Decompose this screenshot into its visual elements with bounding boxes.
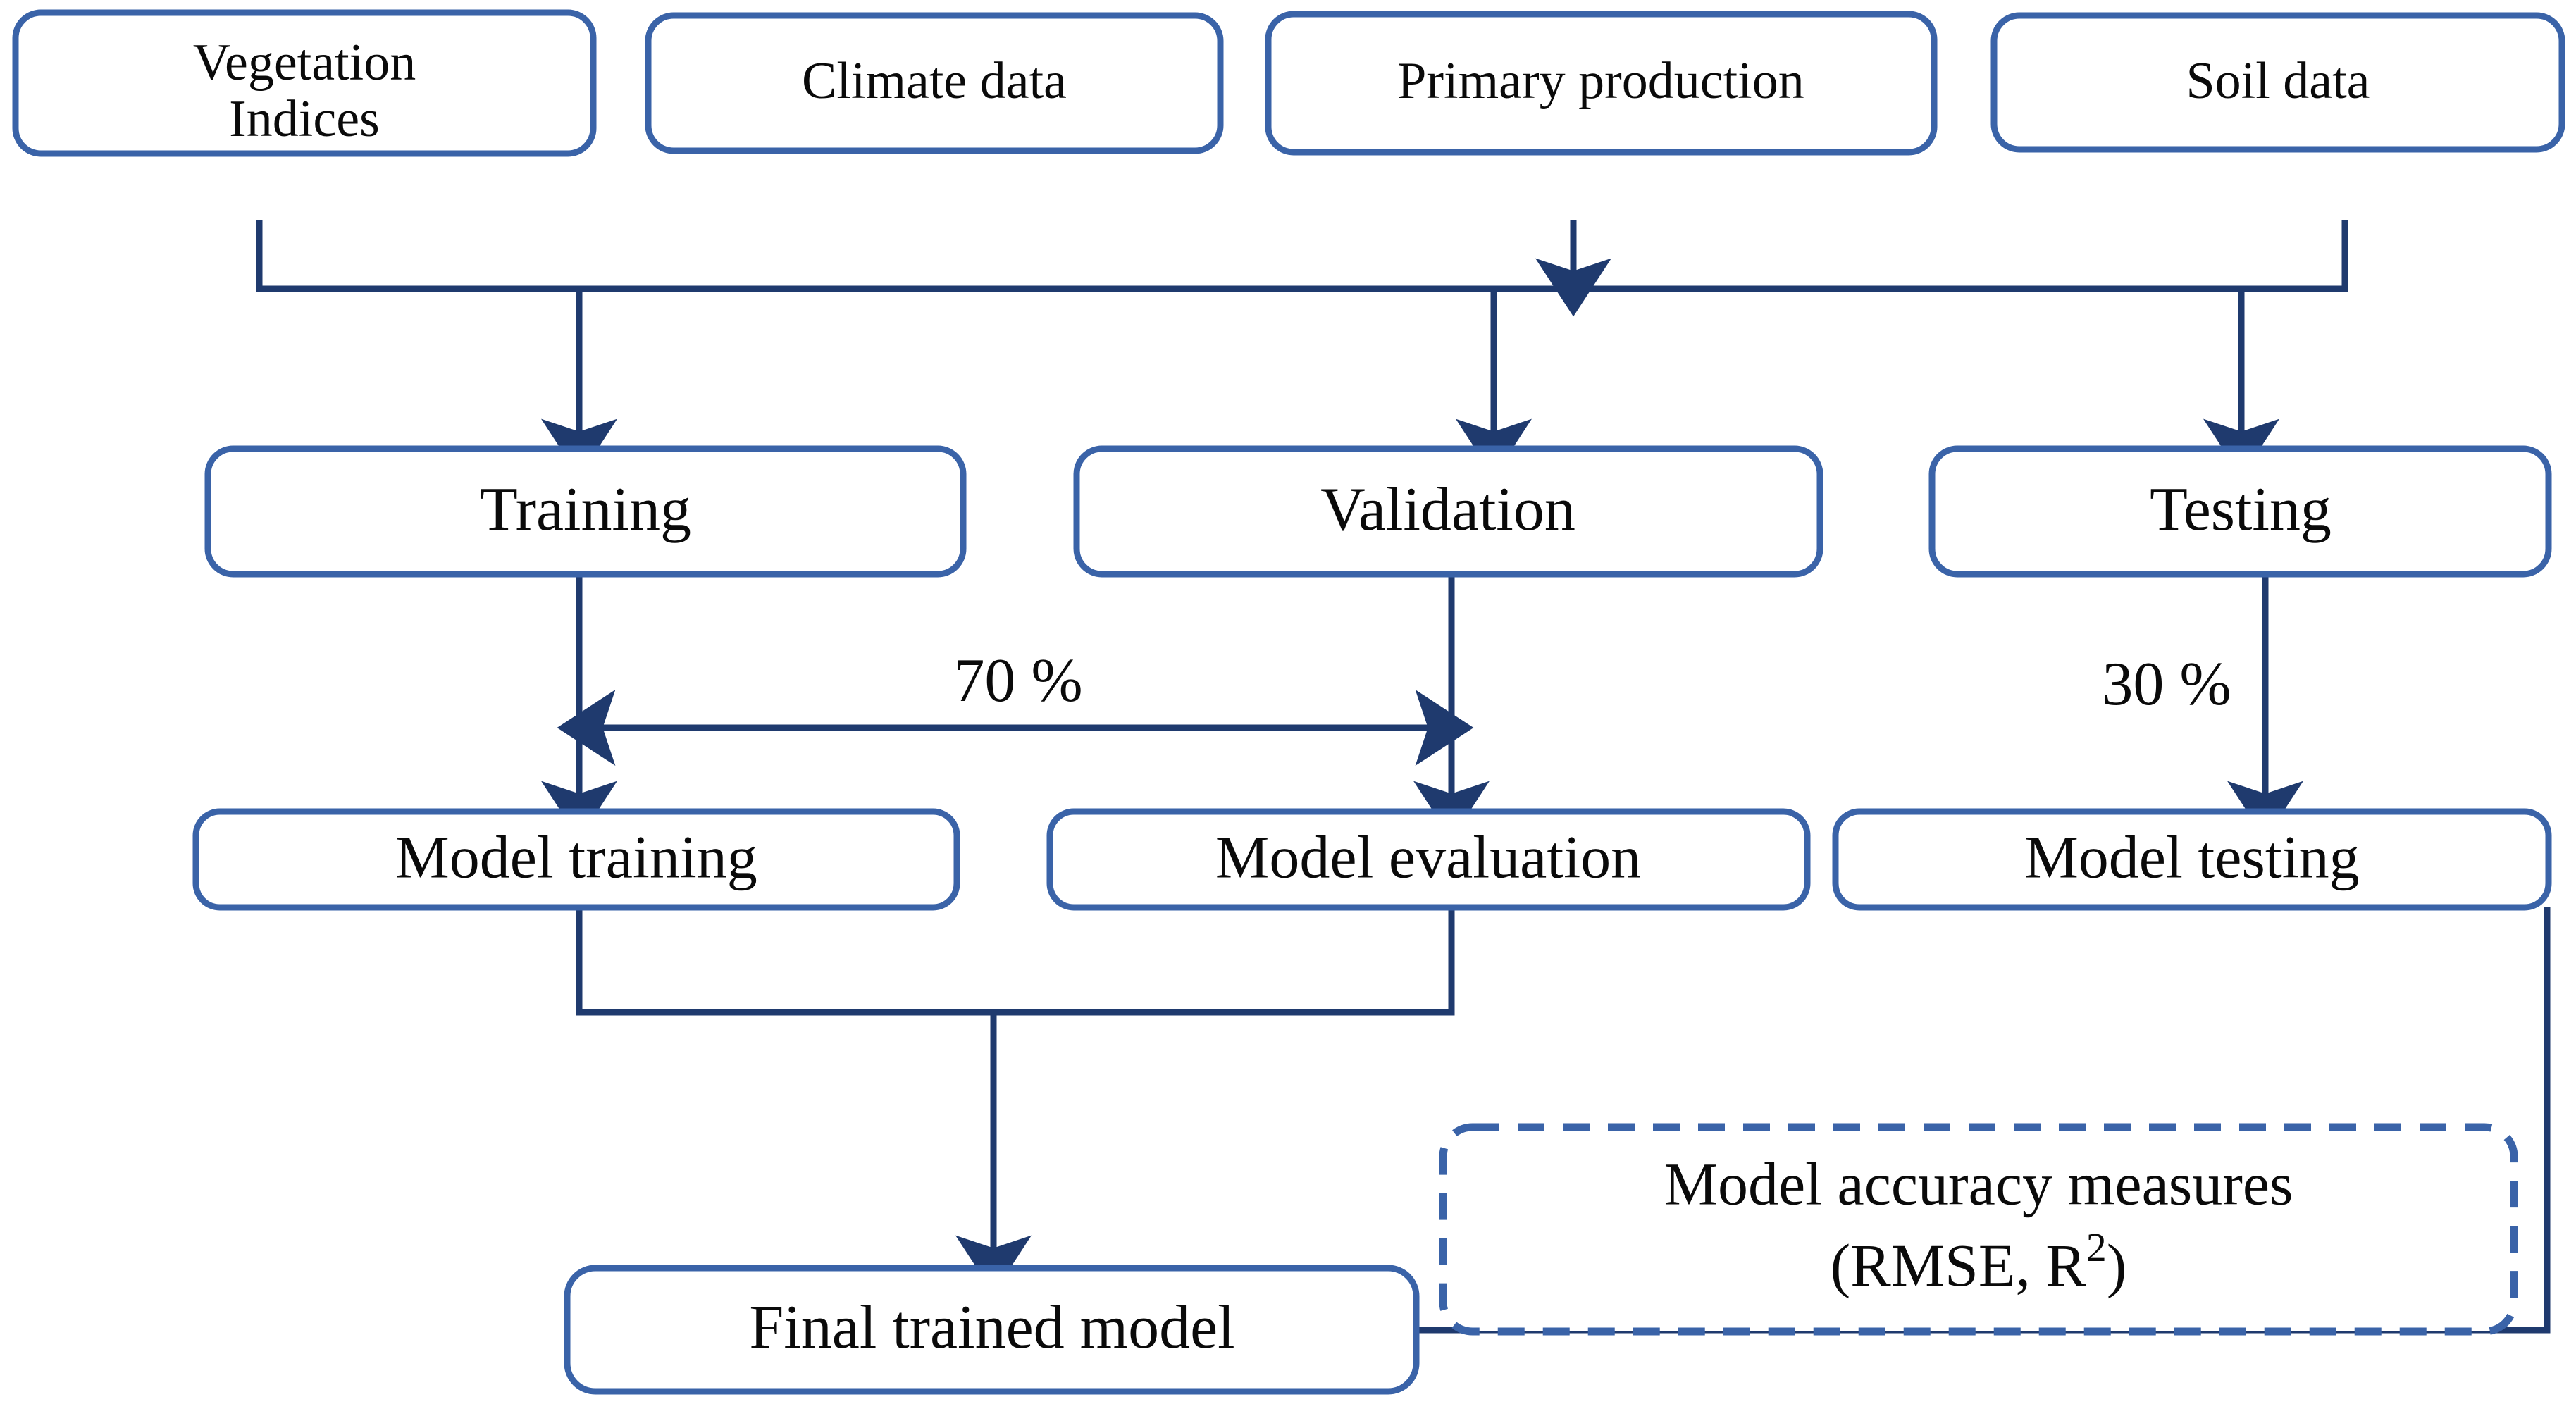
soil-data-label: Soil data <box>2186 52 2370 110</box>
model-training-label: Model training <box>395 824 757 891</box>
node-training[interactable]: Training <box>204 445 967 578</box>
vegetation-indices-label-line1: Vegetation <box>193 34 416 92</box>
node-model-accuracy-measures[interactable]: Model accuracy measures (RMSE, R2) <box>1439 1123 2518 1336</box>
node-climate-data[interactable]: Climate data <box>645 12 1224 154</box>
testing-box[interactable] <box>1928 445 2552 578</box>
training-label: Training <box>480 476 691 544</box>
model-evaluation-label: Model evaluation <box>1215 824 1641 891</box>
validation-box[interactable] <box>1073 445 1823 578</box>
node-vegetation-indices[interactable]: Vegetation Indices <box>12 9 597 157</box>
ratio-label-70: 70 % <box>953 647 1082 715</box>
node-final-trained-model[interactable]: Final trained model <box>564 1265 1420 1395</box>
accuracy-formula-superscript: 2 <box>2086 1224 2107 1270</box>
ratio-labels: 70 % 30 % <box>953 647 2231 719</box>
climate-data-label: Climate data <box>802 52 1067 110</box>
node-model-evaluation[interactable]: Model evaluation <box>1046 808 1811 911</box>
vegetation-indices-label-line2: Indices <box>229 90 380 148</box>
validation-label: Validation <box>1320 476 1575 544</box>
model-stage-row: Model training Model evaluation Model te… <box>192 808 2552 911</box>
model-accuracy-measures-box[interactable] <box>1439 1123 2518 1336</box>
primary-production-label: Primary production <box>1397 52 1804 110</box>
merge-connector-training-evaluation <box>576 907 1455 1016</box>
model-testing-label: Model testing <box>2024 824 2359 891</box>
climate-data-box[interactable] <box>645 12 1224 154</box>
node-validation[interactable]: Validation <box>1073 445 1823 578</box>
node-soil-data[interactable]: Soil data <box>1990 12 2565 153</box>
model-accuracy-measures-label-line2: (RMSE, R2) <box>1831 1224 2127 1298</box>
soil-data-box[interactable] <box>1990 12 2565 153</box>
ratio-label-30: 30 % <box>2102 650 2231 719</box>
accuracy-formula-prefix: (RMSE, R <box>1831 1231 2087 1299</box>
node-model-testing[interactable]: Model testing <box>1832 808 2552 911</box>
testing-label: Testing <box>2150 476 2332 544</box>
input-row: Vegetation Indices Climate data Primary … <box>12 9 2565 157</box>
accuracy-formula-suffix: ) <box>2107 1231 2127 1299</box>
node-primary-production[interactable]: Primary production <box>1265 11 1938 156</box>
model-accuracy-measures-label-line1: Model accuracy measures <box>1664 1150 2293 1218</box>
model-evaluation-box[interactable] <box>1046 808 1811 911</box>
node-testing[interactable]: Testing <box>1928 445 2552 578</box>
input-bus-connector <box>256 220 2348 292</box>
model-testing-box[interactable] <box>1832 808 2552 911</box>
vegetation-indices-box[interactable] <box>12 9 597 157</box>
primary-production-box[interactable] <box>1265 11 1938 156</box>
training-box[interactable] <box>204 445 967 578</box>
final-trained-model-box[interactable] <box>564 1265 1420 1395</box>
node-model-training[interactable]: Model training <box>192 808 960 911</box>
model-training-box[interactable] <box>192 808 960 911</box>
final-trained-model-label: Final trained model <box>749 1293 1234 1362</box>
split-row: Training Validation Testing <box>204 445 2552 578</box>
